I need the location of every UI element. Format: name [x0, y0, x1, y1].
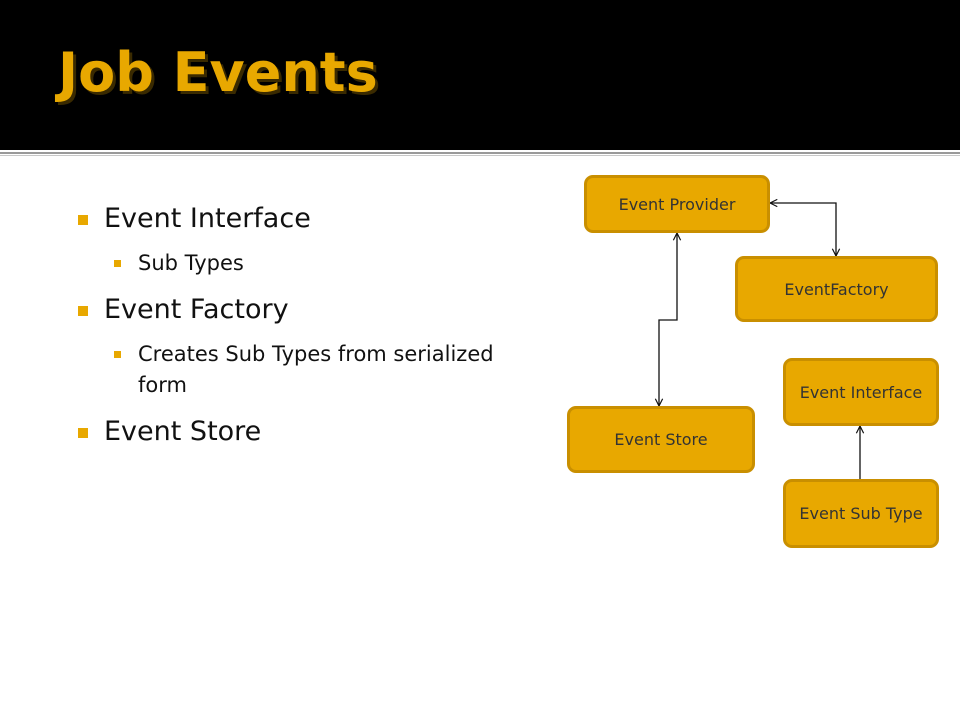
node-event-factory: EventFactory [735, 256, 938, 322]
diagram-connectors [560, 170, 950, 479]
bullet-text: Sub Types [138, 251, 244, 275]
subbullet-creates-sub-types: Creates Sub Types from serialized form [112, 339, 498, 401]
subbullet-sub-types: Sub Types [112, 248, 498, 279]
connector-store-provider [659, 233, 677, 406]
node-label: Event Interface [799, 382, 923, 402]
title-bar: Job Events [0, 0, 960, 150]
bullet-square-icon [78, 215, 88, 225]
bullet-event-factory: Event Factory [78, 287, 498, 333]
event-diagram: Event Provider EventFactory Event Interf… [560, 170, 950, 560]
title-divider-thin [0, 155, 960, 156]
bullet-list: Event Interface Sub Types Event Factory … [78, 196, 498, 455]
bullet-text: Event Interface [104, 203, 311, 234]
connector-provider-factory [770, 203, 836, 256]
node-event-provider: Event Provider [584, 175, 770, 233]
node-event-sub-type: Event Sub Type [783, 479, 939, 548]
title-divider [0, 152, 960, 154]
node-label: Event Sub Type [799, 504, 923, 523]
bullet-square-icon [78, 428, 88, 438]
bullet-square-icon [114, 260, 121, 267]
node-event-interface: Event Interface [783, 358, 939, 426]
bullet-text: Creates Sub Types from serialized form [138, 342, 494, 397]
bullet-text: Event Store [104, 416, 262, 447]
node-event-store: Event Store [567, 406, 755, 473]
node-label: EventFactory [784, 279, 889, 299]
node-label: Event Provider [618, 194, 736, 214]
bullet-text: Event Factory [104, 294, 289, 325]
slide-title: Job Events [58, 41, 378, 104]
bullet-square-icon [114, 351, 121, 358]
bullet-square-icon [78, 306, 88, 316]
node-label: Event Store [614, 430, 708, 449]
bullet-event-store: Event Store [78, 409, 498, 455]
bullet-event-interface: Event Interface [78, 196, 498, 242]
